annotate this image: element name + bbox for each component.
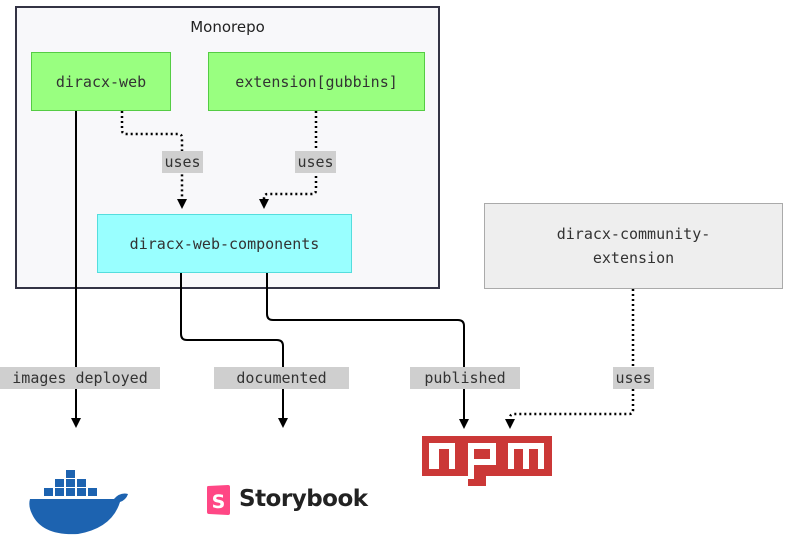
edge-label-uses-extension: uses (295, 151, 336, 173)
edge-extension-uses-components (259, 111, 318, 209)
edge-label-documented: documented (214, 367, 349, 389)
node-extension-gubbins: extension[gubbins] (208, 52, 425, 111)
edge-documented (180, 273, 288, 428)
edge-label-published: published (410, 367, 520, 389)
storybook-wordmark: Storybook (239, 486, 368, 512)
storybook-icon: S (207, 485, 230, 515)
edge-community-uses-npm (505, 289, 635, 429)
node-community-label-line2: extension (592, 249, 675, 267)
svg-text:S: S (212, 491, 226, 513)
node-diracx-community-extension: diracx-community- extension (484, 203, 783, 289)
node-extension-gubbins-label: extension[gubbins] (235, 72, 398, 91)
edge-web-uses-components (120, 111, 187, 209)
edge-label-uses-web: uses (162, 151, 203, 173)
node-diracx-web-label: diracx-web (55, 72, 147, 91)
monorepo-title: Monorepo (190, 18, 265, 36)
node-diracx-web-components-label: diracx-web-components (129, 234, 320, 253)
docker-logo (29, 470, 128, 535)
edge-published (266, 273, 469, 429)
node-diracx-web: diracx-web (31, 52, 171, 111)
npm-logo (422, 436, 552, 486)
edge-label-uses-community: uses (613, 367, 654, 389)
node-community-label-line1: diracx-community- (556, 225, 711, 243)
node-diracx-web-components: diracx-web-components (97, 214, 352, 273)
edge-label-images-deployed: images deployed (0, 367, 160, 389)
